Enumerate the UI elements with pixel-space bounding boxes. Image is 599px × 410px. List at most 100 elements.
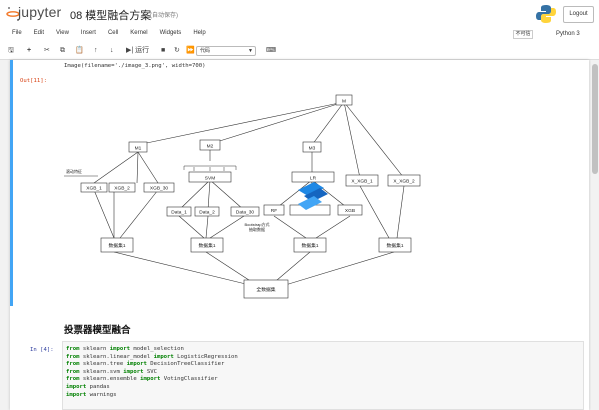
- kernel-indicator: Python 3: [556, 31, 580, 37]
- code-line: import warnings: [66, 391, 117, 398]
- label-lr: LR: [310, 176, 317, 182]
- label-svm: SVM: [205, 176, 215, 182]
- menu-insert[interactable]: Insert: [80, 30, 96, 36]
- code-editor[interactable]: from sklearn import model_selection from…: [62, 341, 584, 410]
- paste-icon[interactable]: 📋: [75, 47, 84, 54]
- node-xgb-1: [80, 182, 108, 193]
- menu-kernel[interactable]: Kernel: [130, 30, 148, 36]
- python-logo-icon: [536, 5, 556, 23]
- label-x-xgb-2: X_XGB_2: [393, 179, 415, 185]
- label-dataset-4: 数据集1: [386, 242, 403, 249]
- add-icon[interactable]: +: [27, 47, 32, 54]
- code-line: from sklearn import model_selection: [66, 346, 184, 352]
- model-fusion-diagram: M M1 M2 M3 SVM LR XGB_1 XGB_2 XGB_30 Dat…: [64, 94, 421, 299]
- label-xgb-30: XGB_30: [150, 186, 168, 192]
- scrollbar-thumb[interactable]: [592, 64, 598, 174]
- label-data-2: Data_2: [199, 210, 215, 216]
- menu-edit[interactable]: Edit: [33, 30, 45, 36]
- output-prompt: Out[11]:: [20, 78, 47, 84]
- menubar: File Edit View Insert Cell Kernel Widget…: [0, 28, 599, 42]
- cut-icon[interactable]: ✂: [44, 47, 50, 54]
- node-lr: [291, 171, 335, 183]
- notebook-header: jupyter 08 模型融合方案 (自动保存) Logout: [0, 0, 599, 28]
- code-line: from sklearn.linear_model import Logisti…: [66, 353, 238, 360]
- label-xgb-1: XGB_1: [86, 186, 102, 192]
- node-dataset-2: [190, 237, 224, 253]
- menu-cell[interactable]: Cell: [107, 30, 119, 36]
- node-data-1: [166, 206, 192, 217]
- notebook-container: Image(filename='./image_3.png', width=70…: [10, 60, 589, 410]
- jupyter-wordmark: jupyter: [18, 4, 62, 20]
- code-line: from sklearn.tree import DecisionTreeCla…: [66, 361, 225, 368]
- save-icon[interactable]: 🖫: [8, 47, 14, 54]
- note-rolling-features: 滚动特征: [66, 168, 82, 174]
- markdown-heading: 投票器模型融合: [64, 325, 131, 336]
- jupyter-logo-icon[interactable]: [6, 5, 58, 23]
- node-dataset-1: [100, 237, 134, 253]
- label-full-dataset: 全数据集: [256, 286, 275, 293]
- menu-list: File Edit View Insert Cell Kernel Widget…: [12, 30, 206, 36]
- node-data-2: [194, 206, 220, 217]
- cell-code-tail[interactable]: Image(filename='./image_3.png', width=70…: [64, 63, 206, 69]
- label-xgb-2: XGB_2: [114, 186, 130, 192]
- chevron-down-icon: ▼: [248, 48, 253, 54]
- label-m-top: M: [342, 99, 346, 105]
- logout-button[interactable]: Logout: [563, 6, 594, 23]
- cell-type-select[interactable]: 代码 ▼: [196, 46, 256, 56]
- label-m3: M3: [309, 146, 316, 152]
- run-button[interactable]: ▶| 运行: [126, 46, 149, 56]
- toolbar: 🖫 + ✂ ⧉ 📋 ↑ ↓ ▶| 运行 ■ ↻ ⏩ 代码 ▼ ⌨: [0, 42, 599, 60]
- move-down-icon[interactable]: ↓: [110, 47, 114, 54]
- code-line: import pandas: [66, 383, 110, 390]
- cell-type-value: 代码: [200, 48, 211, 54]
- note-bootstrap-1: Bootstrap方式: [244, 221, 269, 227]
- trusted-indicator[interactable]: 不可信: [513, 30, 533, 39]
- node-dataset-3: [293, 237, 327, 253]
- watermark-logo-icon: [298, 182, 328, 210]
- node-full-dataset: [243, 279, 289, 299]
- stop-icon[interactable]: ■: [161, 47, 166, 54]
- node-x-xgb-1: [345, 174, 379, 187]
- label-dataset-3: 数据集1: [301, 242, 318, 249]
- menu-view[interactable]: View: [56, 30, 69, 36]
- menu-file[interactable]: File: [12, 30, 22, 36]
- note-bootstrap-2: 抽取数据: [249, 226, 265, 232]
- label-xgb: XGB: [345, 208, 355, 214]
- restart-icon[interactable]: ↻: [174, 47, 180, 54]
- node-rf: [263, 204, 285, 216]
- label-data-1: Data_1: [171, 210, 187, 216]
- label-m2: M2: [207, 144, 214, 150]
- copy-icon[interactable]: ⧉: [60, 47, 65, 54]
- svm-bracket: [183, 165, 237, 170]
- node-dataset-4: [378, 237, 412, 253]
- node-x-xgb-2: [387, 174, 421, 187]
- node-xgb: [337, 204, 363, 216]
- label-dataset-1: 数据集1: [108, 242, 125, 249]
- node-m-top: [335, 94, 353, 106]
- menu-widgets[interactable]: Widgets: [159, 30, 182, 36]
- input-prompt: In [4]:: [30, 347, 54, 353]
- notebook-title[interactable]: 08 模型融合方案: [70, 10, 152, 22]
- label-m1: M1: [135, 146, 142, 152]
- run-label: 运行: [135, 47, 150, 54]
- run-icon: ▶|: [126, 47, 134, 54]
- code-line: from sklearn.svm import SVC: [66, 368, 157, 375]
- node-xgb-2: [108, 182, 136, 193]
- label-dataset-2: 数据集1: [198, 242, 215, 249]
- node-data-30: [230, 206, 260, 217]
- code-line: from sklearn.ensemble import VotingClass…: [66, 376, 218, 383]
- node-m2: [199, 139, 221, 151]
- node-m3: [302, 141, 322, 153]
- page-scrollbar[interactable]: [591, 60, 599, 410]
- node-xgb-30: [143, 182, 175, 193]
- keyboard-icon[interactable]: ⌨: [266, 47, 277, 54]
- label-rf: RF: [271, 208, 277, 214]
- selected-cell-indicator: [10, 60, 13, 306]
- label-data-30: Data_30: [236, 210, 254, 216]
- fast-forward-icon[interactable]: ⏩: [186, 47, 195, 54]
- node-svm: [188, 171, 232, 183]
- label-x-xgb-1: X_XGB_1: [351, 179, 373, 185]
- menu-help[interactable]: Help: [193, 30, 206, 36]
- autosave-status: (自动保存): [150, 13, 178, 19]
- move-up-icon[interactable]: ↑: [94, 47, 98, 54]
